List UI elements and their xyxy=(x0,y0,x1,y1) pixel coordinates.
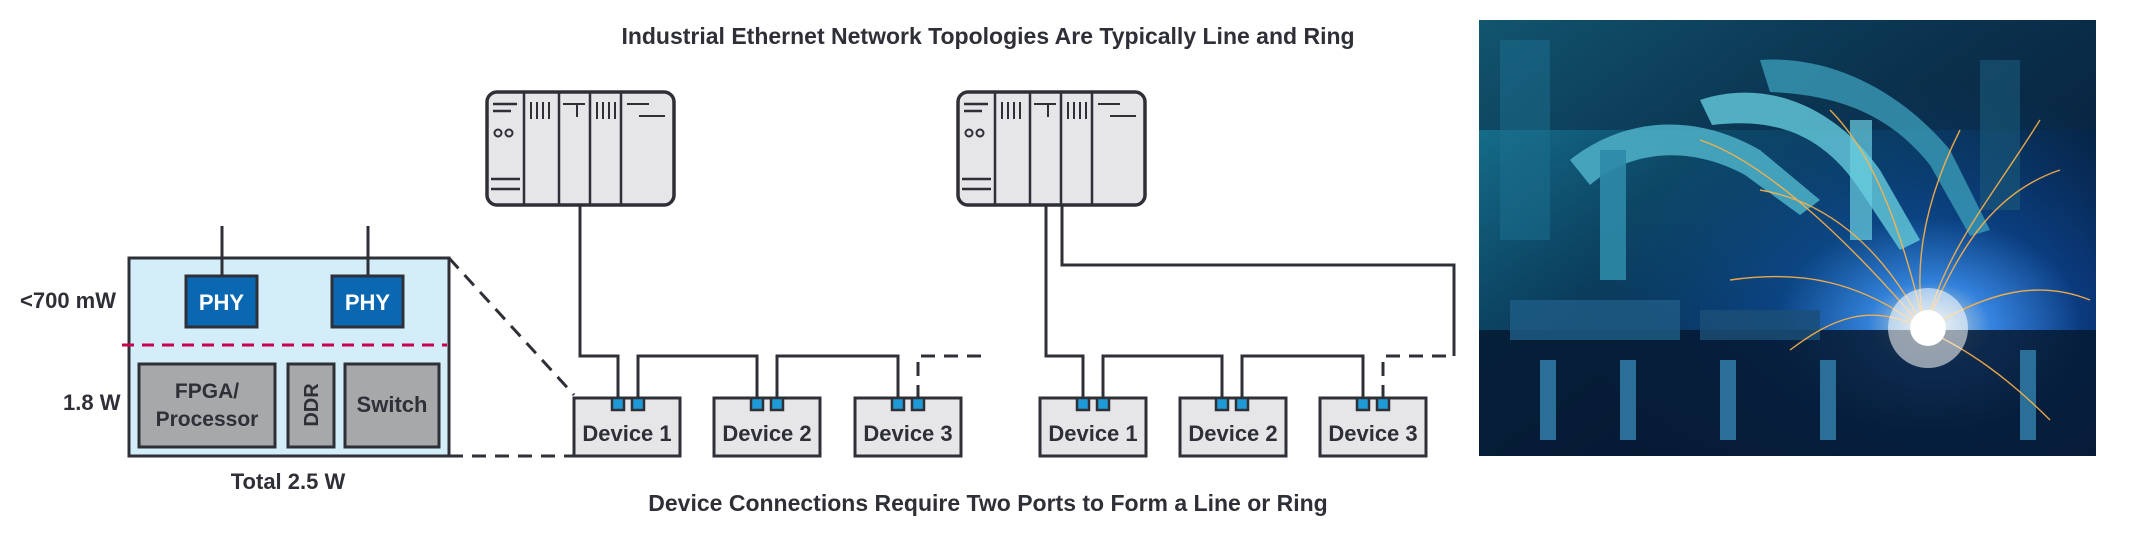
ring-device-2: Device 2 xyxy=(1178,396,1288,458)
ring-device-1-label: Device 1 xyxy=(1048,421,1137,446)
switch-label: Switch xyxy=(357,392,428,417)
line-device-3-label: Device 3 xyxy=(863,421,952,446)
ring-device-1: Device 1 xyxy=(1038,396,1148,458)
phy-chip-2 xyxy=(330,274,405,329)
line-topology: Device 1 Device 2 Device 3 xyxy=(485,90,990,458)
fpga-label-line1: FPGA/ xyxy=(175,380,239,403)
switch-chip xyxy=(343,362,441,449)
plc-controller-ring xyxy=(956,90,1147,207)
robot-welding-photo xyxy=(1479,20,2096,456)
line-device-1: Device 1 xyxy=(572,396,682,458)
ring-device-2-label: Device 2 xyxy=(1188,421,1277,446)
ring-device-3: Device 3 xyxy=(1318,396,1428,458)
ring-device-3-label: Device 3 xyxy=(1328,421,1417,446)
fpga-label-line2: Processor xyxy=(156,408,259,431)
ddr-chip xyxy=(286,362,336,449)
phy-chip-1-label: PHY xyxy=(199,290,245,315)
ring-topology: Device 1 Device 2 Device 3 xyxy=(956,90,1456,458)
phy-chip-1 xyxy=(184,274,259,329)
total-power-label: Total 2.5 W xyxy=(231,469,346,494)
zoom-line-top xyxy=(447,256,576,397)
line-device-1-label: Device 1 xyxy=(582,421,671,446)
logic-power-label: 1.8 W xyxy=(63,390,121,415)
bottom-title: Device Connections Require Two Ports to … xyxy=(648,490,1327,516)
phy-chip-2-label: PHY xyxy=(345,290,391,315)
plc-controller-line xyxy=(485,90,676,207)
ddr-label: DDR xyxy=(301,383,323,427)
power-breakdown-block: PHY PHY FPGA/ Processor DDR Switch <700 … xyxy=(20,226,451,494)
line-device-2-label: Device 2 xyxy=(722,421,811,446)
line-device-3: Device 3 xyxy=(853,396,963,458)
fpga-processor-chip xyxy=(137,362,277,449)
phy-power-label: <700 mW xyxy=(20,288,116,313)
top-title: Industrial Ethernet Network Topologies A… xyxy=(621,23,1354,49)
line-device-2: Device 2 xyxy=(712,396,822,458)
